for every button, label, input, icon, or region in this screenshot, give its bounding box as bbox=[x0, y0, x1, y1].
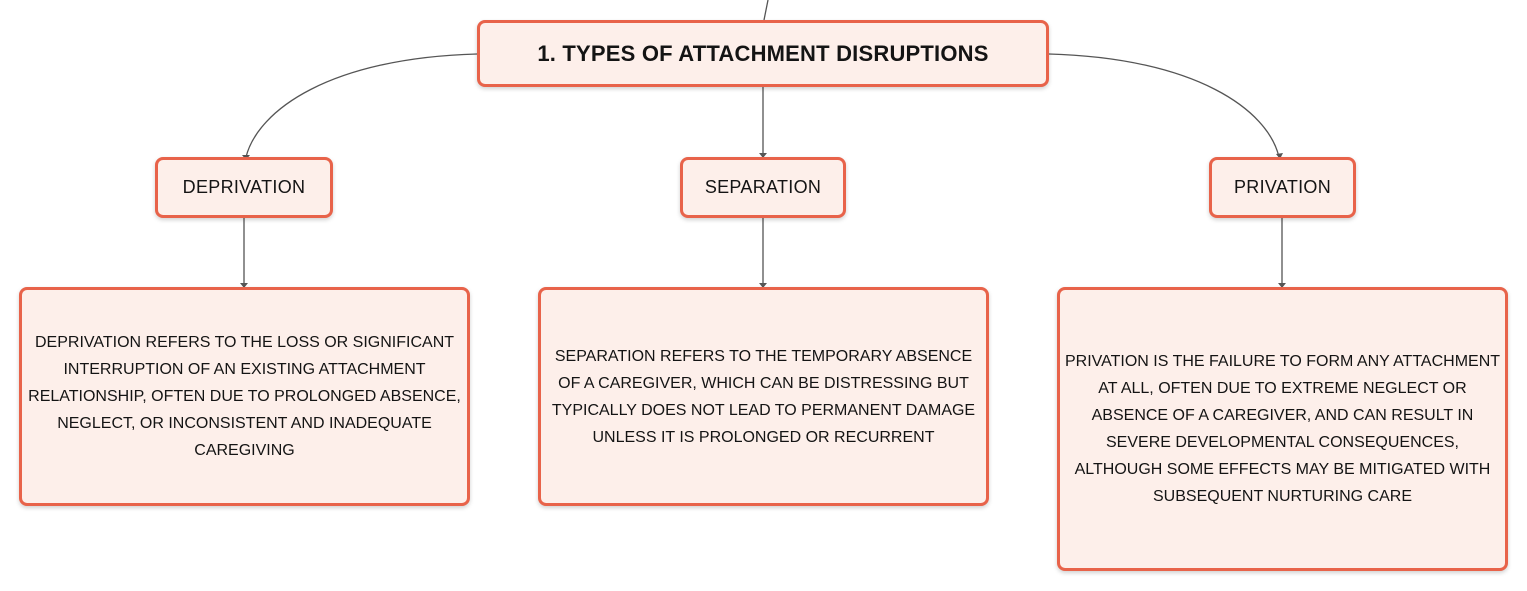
connector-root-to-privation bbox=[1048, 53, 1280, 158]
description-node-deprivation[interactable]: DEPRIVATION REFERS TO THE LOSS OR SIGNIF… bbox=[19, 287, 470, 506]
root-node[interactable]: 1. TYPES OF ATTACHMENT DISRUPTIONS bbox=[477, 20, 1049, 87]
arrowhead-separation-description bbox=[759, 283, 767, 288]
description-node-privation[interactable]: PRIVATION IS THE FAILURE TO FORM ANY ATT… bbox=[1057, 287, 1508, 571]
arrowhead-privation-description bbox=[1278, 283, 1286, 288]
description-node-separation[interactable]: SEPARATION REFERS TO THE TEMPORARY ABSEN… bbox=[538, 287, 989, 506]
arrowhead-deprivation-description bbox=[240, 283, 248, 288]
arrowhead-separation bbox=[759, 153, 767, 158]
branch-node-separation[interactable]: SEPARATION bbox=[680, 157, 846, 218]
branch-node-label: SEPARATION bbox=[704, 177, 822, 197]
branch-node-label: DEPRIVATION bbox=[182, 177, 306, 197]
root-node-label: 1. TYPES OF ATTACHMENT DISRUPTIONS bbox=[537, 40, 989, 66]
branch-node-deprivation[interactable]: DEPRIVATION bbox=[155, 157, 333, 218]
description-text: SEPARATION REFERS TO THE TEMPORARY ABSEN… bbox=[551, 347, 976, 446]
connector-root-to-deprivation bbox=[245, 53, 478, 158]
arrowhead-privation bbox=[1276, 153, 1283, 159]
description-text: PRIVATION IS THE FAILURE TO FORM ANY ATT… bbox=[1064, 353, 1501, 505]
connector-parent-to-root bbox=[763, 0, 769, 21]
branch-node-label: PRIVATION bbox=[1233, 177, 1332, 197]
branch-node-privation[interactable]: PRIVATION bbox=[1209, 157, 1356, 218]
description-text: DEPRIVATION REFERS TO THE LOSS OR SIGNIF… bbox=[28, 334, 461, 459]
